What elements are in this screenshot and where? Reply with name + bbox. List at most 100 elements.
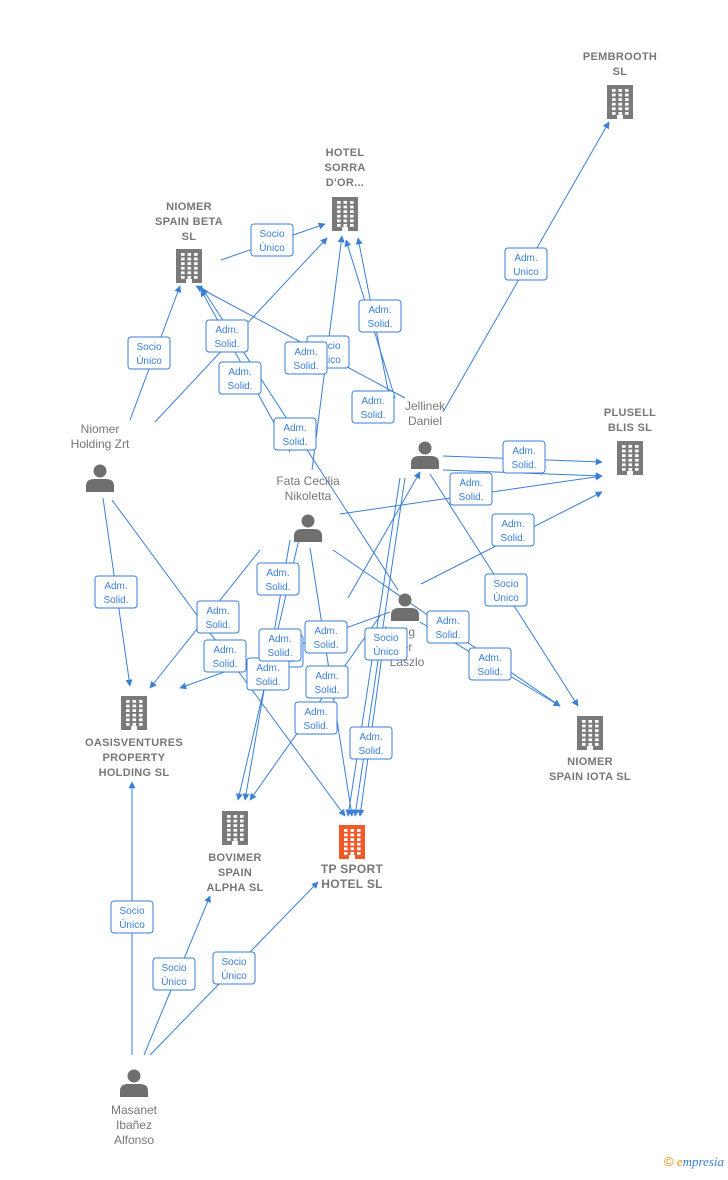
person-icon xyxy=(120,1069,148,1097)
relation-edge xyxy=(347,471,421,599)
badge-text: Solid. xyxy=(435,630,460,641)
badge-text: Adm. xyxy=(268,634,291,645)
node-label: Fata Cecilia xyxy=(276,474,340,488)
relation-badge[interactable]: Adm.Solid. xyxy=(256,562,300,596)
node-label: Holding Zrt xyxy=(71,437,130,451)
badge-text: Solid. xyxy=(360,410,385,421)
badge-text: Adm. xyxy=(314,626,337,637)
badge-text: Adm. xyxy=(228,367,251,378)
node-label: BOVIMER xyxy=(208,852,261,864)
node-label: SPAIN IOTA SL xyxy=(549,771,631,783)
node-label: PLUSELL xyxy=(604,407,656,419)
node-label: PEMBROOTH xyxy=(583,51,657,63)
badge-text: Solid. xyxy=(212,659,237,670)
badge-text: Solid. xyxy=(103,595,128,606)
relation-badge[interactable]: Adm.Unico xyxy=(504,247,548,281)
badge-text: Socio xyxy=(119,906,144,917)
badge-text: Socio xyxy=(493,579,518,590)
relation-badge[interactable]: Adm.Solid. xyxy=(491,513,535,547)
badge-text: Adm. xyxy=(283,423,306,434)
badge-text: Adm. xyxy=(213,645,236,656)
node-label: HOLDING SL xyxy=(99,767,170,779)
relation-badge[interactable]: Adm.Solid. xyxy=(304,620,348,654)
relation-badge[interactable]: Adm.Solid. xyxy=(358,299,402,333)
person-icon xyxy=(411,441,439,469)
badge-text: Adm. xyxy=(304,707,327,718)
person-icon xyxy=(391,593,419,621)
relation-badge[interactable]: Adm. Solid. xyxy=(349,726,393,760)
relation-badge[interactable]: Adm.Solid. xyxy=(351,390,395,424)
node-label: NIOMER xyxy=(166,201,212,213)
node-label: SPAIN BETA xyxy=(155,216,223,228)
badge-text: Socio xyxy=(315,341,340,352)
badge-text: Único xyxy=(119,918,145,931)
badge-text: Solid. xyxy=(282,437,307,448)
brand-initial: e xyxy=(676,1154,683,1169)
badge-text: Solid. xyxy=(358,746,383,757)
relation-badge[interactable]: Adm.Solid. xyxy=(284,341,328,375)
node-label: SL xyxy=(613,66,628,78)
relation-badge[interactable]: Adm. Solid. xyxy=(94,575,138,609)
building-icon xyxy=(339,825,365,859)
relation-badge[interactable]: Adm.Solid. xyxy=(196,600,240,634)
person-icon xyxy=(294,514,322,542)
person-icon xyxy=(86,464,114,492)
relation-badge[interactable]: Adm. Solid. xyxy=(218,361,262,395)
badge-text: Socio xyxy=(373,633,398,644)
badge-text: Adm. xyxy=(368,305,391,316)
node-label: Alfonso xyxy=(114,1133,154,1147)
relation-badge[interactable]: Adm.Solid. xyxy=(294,701,338,735)
relation-badge[interactable]: Adm.Solid. xyxy=(305,665,349,699)
relation-badge[interactable]: Adm. Solid. xyxy=(273,417,317,451)
node-niomer-beta[interactable]: NIOMER SPAIN BETA SL xyxy=(155,201,223,283)
badge-text: Adm. xyxy=(104,581,127,592)
node-label: SL xyxy=(182,231,197,243)
relation-badge[interactable]: Adm.Solid. xyxy=(449,472,493,506)
relation-badge[interactable]: Adm. Solid. xyxy=(468,647,512,681)
badge-text: Unico xyxy=(513,267,539,278)
badge-text: Adm. xyxy=(206,606,229,617)
badge-text: Adm. xyxy=(315,671,338,682)
badge-text: Solid. xyxy=(458,492,483,503)
relation-badge[interactable]: Adm.Solid. xyxy=(246,657,290,691)
building-icon xyxy=(617,441,643,475)
badge-text: Solid. xyxy=(227,381,252,392)
node-label: Niomer xyxy=(81,422,120,436)
badge-text: Adm. xyxy=(478,653,501,664)
badge-text: Solid. xyxy=(477,667,502,678)
relation-badge[interactable]: Adm.Solid. xyxy=(502,440,546,474)
relation-badge[interactable]: Adm.Solid. xyxy=(258,628,302,662)
badge-text: Solid. xyxy=(255,677,280,688)
badge-text: Solid. xyxy=(293,361,318,372)
badge-text: Único xyxy=(493,591,519,604)
footer-brand: © empresia xyxy=(664,1154,724,1170)
badge-text: Único xyxy=(221,969,247,982)
badge-text: Adm. xyxy=(215,325,238,336)
node-label: HOTEL SL xyxy=(321,877,383,891)
badge-text: Adm. xyxy=(359,732,382,743)
relation-badge[interactable]: Adm.Solid. xyxy=(426,610,470,644)
copyright-symbol: © xyxy=(663,1154,674,1169)
node-pembrooth[interactable]: PEMBROOTH SL xyxy=(583,51,657,119)
badge-text: Adm. xyxy=(501,519,524,530)
relation-badge[interactable]: Adm. Solid. xyxy=(203,639,247,673)
node-hotel-sorra[interactable]: HOTELSORRAD'OR... xyxy=(324,147,365,231)
relation-badge[interactable]: Adm.Solid. xyxy=(205,319,249,353)
badge-text: Único xyxy=(136,354,162,367)
